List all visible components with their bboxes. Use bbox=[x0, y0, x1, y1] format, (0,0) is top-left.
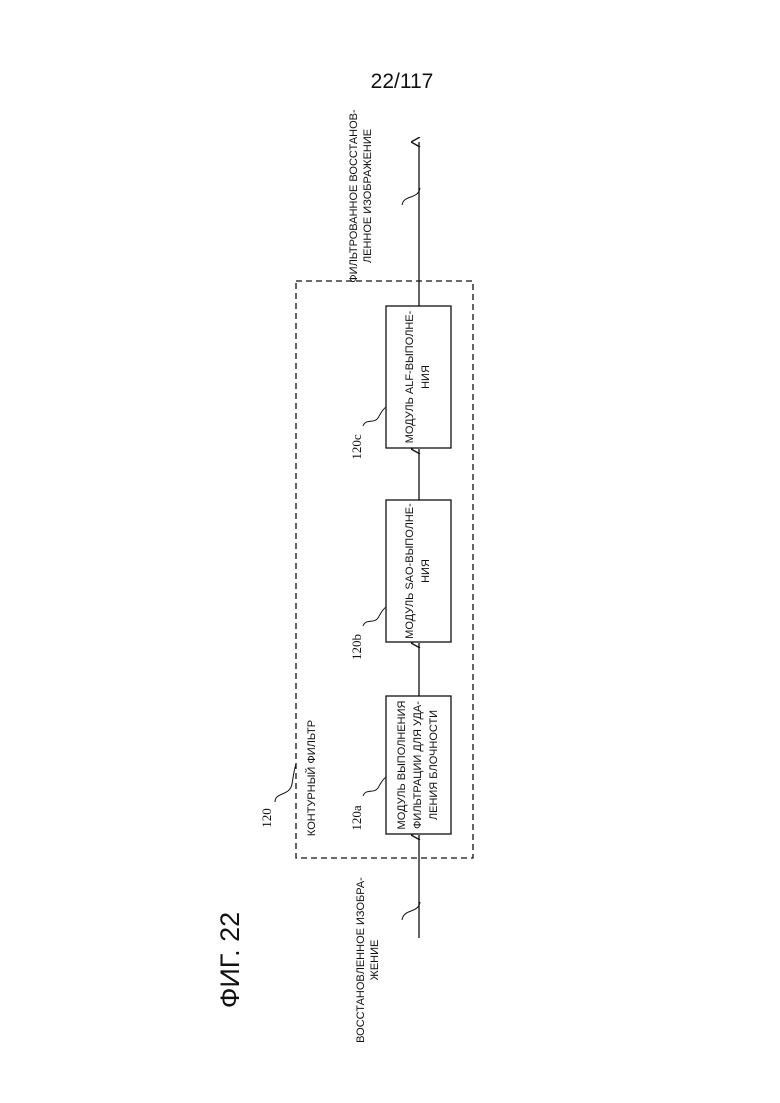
module-sao-ref-leader bbox=[363, 607, 386, 626]
module-alf-ref-leader bbox=[363, 407, 386, 426]
output-leader bbox=[402, 188, 420, 205]
output-label-line2: ЛЕННОЕ ИЗОБРАЖЕНИЕ bbox=[362, 129, 374, 263]
module-sao-ref: 120b bbox=[349, 634, 364, 660]
module-deblocking-ref-leader bbox=[363, 777, 386, 796]
module-sao: МОДУЛЬ SAO-ВЫПОЛНЕ- НИЯ 120b bbox=[349, 500, 451, 660]
loop-filter-label: КОНТУРНЫЙ ФИЛЬТР bbox=[305, 720, 318, 836]
module-alf-ref: 120c bbox=[349, 434, 364, 460]
output-label-line1: ФИЛЬТРОВАННОЕ ВОССТАНОВ- bbox=[348, 109, 360, 283]
module-deblocking: МОДУЛЬ ВЫПОЛНЕНИЯ ФИЛЬТРАЦИИ ДЛЯ УДА- ЛЕ… bbox=[349, 696, 451, 834]
module-sao-box bbox=[386, 500, 451, 642]
input-label-line2: ЖЕНИЕ bbox=[369, 940, 381, 981]
loop-filter-ref: 120 bbox=[259, 808, 274, 828]
module-sao-line2: НИЯ bbox=[420, 559, 432, 583]
module-alf: МОДУЛЬ ALF-ВЫПОЛНЕ- НИЯ 120c bbox=[349, 306, 451, 460]
figure-label: ФИГ. 22 bbox=[215, 912, 245, 1008]
input-leader bbox=[402, 902, 420, 920]
module-deblocking-ref: 120a bbox=[349, 805, 364, 831]
module-deblocking-line2: ФИЛЬТРАЦИИ ДЛЯ УДА- bbox=[412, 701, 424, 829]
module-alf-line1: МОДУЛЬ ALF-ВЫПОЛНЕ- bbox=[404, 310, 416, 443]
module-alf-box bbox=[386, 306, 451, 448]
module-deblocking-line3: ЛЕНИЯ БЛОЧНОСТИ bbox=[428, 710, 440, 820]
loop-filter-ref-leader bbox=[275, 764, 296, 802]
module-alf-line2: НИЯ bbox=[420, 365, 432, 389]
input-label-line1: ВОССТАНОВЛЕННОЕ ИЗОБРА- bbox=[355, 877, 367, 1043]
module-deblocking-line1: МОДУЛЬ ВЫПОЛНЕНИЯ bbox=[396, 701, 408, 830]
module-sao-line1: МОДУЛЬ SAO-ВЫПОЛНЕ- bbox=[404, 503, 416, 639]
